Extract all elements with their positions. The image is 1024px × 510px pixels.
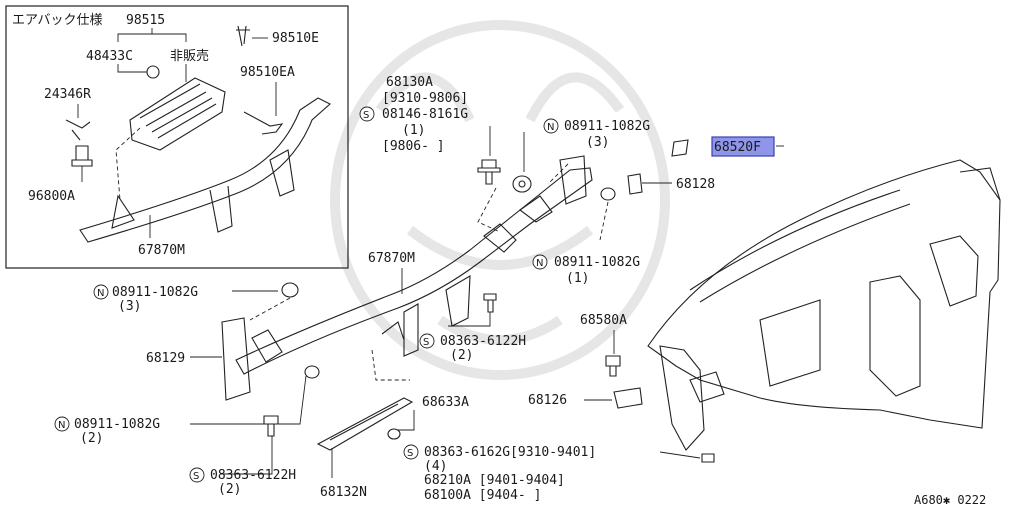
highlight-68520f — [711, 136, 775, 157]
label-08911-mid-qty: (1) — [566, 271, 589, 286]
bolt-68130a — [477, 159, 501, 185]
nut-symbol-top — [543, 118, 559, 134]
label-08146-qty: (1) — [402, 123, 425, 138]
nut-top — [512, 175, 532, 193]
label-68100a: 68100A [9404- ] — [424, 488, 541, 503]
nut-letter-low: N — [58, 420, 65, 431]
label-08911-top: 08911-1082G — [564, 119, 650, 134]
label-68580a: 68580A — [580, 313, 627, 328]
airbag-inset: エアバック仕様 98515 48433C 非販売 98510E 98510EA … — [5, 5, 349, 269]
label-96800a: 96800A — [28, 189, 75, 204]
label-08363-bot: 08363-6162G[9310-9401] — [424, 445, 596, 460]
label-68210a: 68210A [9401-9404] — [424, 473, 565, 488]
label-08911-top-qty: (3) — [586, 135, 609, 150]
label-68633a: 68633A — [422, 395, 469, 410]
nut-letter-top: N — [547, 122, 554, 133]
screw-letter-mid: S — [423, 337, 429, 348]
screw-symbol-bot — [403, 444, 419, 460]
screw-letter-08146: S — [363, 110, 369, 121]
screw-bot — [701, 453, 715, 463]
screw-left — [263, 415, 279, 437]
instrument-panel — [647, 159, 1001, 451]
label-08911-left: 08911-1082G — [112, 285, 198, 300]
label-08363-left-qty: (2) — [218, 482, 241, 497]
bracket-68128 — [627, 173, 643, 195]
label-08146-range: [9806- ] — [382, 139, 445, 154]
main-crossmember-67870m — [221, 155, 593, 401]
label-08911-left-qty: (3) — [118, 299, 141, 314]
label-98510ea: 98510EA — [240, 65, 295, 80]
label-68132n: 68132N — [320, 485, 367, 500]
screw-letter-bot: S — [407, 448, 413, 459]
label-08146: 08146-8161G — [382, 107, 468, 122]
bolt-96800a — [71, 145, 93, 167]
screw-mid — [483, 293, 497, 313]
label-68520f: 68520F — [714, 140, 761, 155]
label-67870m: 67870M — [368, 251, 415, 266]
inset-title: エアバック仕様 — [12, 13, 102, 28]
nut-symbol-low — [54, 416, 70, 432]
label-68130a: 68130A — [386, 75, 433, 90]
clip-98510e — [236, 25, 250, 47]
label-08363-mid-qty: (2) — [450, 348, 473, 363]
label-not-sold: 非販売 — [170, 48, 209, 64]
label-68126: 68126 — [528, 393, 567, 408]
label-98510e: 98510E — [272, 31, 319, 46]
bracket-68126 — [613, 387, 643, 409]
label-08363-bot-qty: (4) — [424, 459, 447, 474]
nut-left — [281, 282, 299, 298]
nut-letter-left: N — [97, 288, 104, 299]
label-48433c: 48433C — [86, 49, 133, 64]
label-08911-low: 08911-1082G — [74, 417, 160, 432]
label-08911-mid: 08911-1082G — [554, 255, 640, 270]
diagram-code: A680✱ 0222 — [914, 493, 986, 507]
bracket-68129 — [221, 317, 251, 401]
inset-crossmember — [79, 97, 331, 243]
watermark-crest — [330, 20, 670, 380]
label-08363-left: 08363-6122H — [210, 468, 296, 483]
nut-symbol-left — [93, 284, 109, 300]
screw-symbol-08146 — [359, 106, 375, 122]
emblem-68520f — [671, 139, 689, 157]
connector-24346r — [65, 119, 91, 141]
nut-low — [304, 365, 320, 379]
airbag-module — [129, 65, 226, 151]
screw-symbol-left — [189, 467, 205, 483]
nut-68128 — [600, 187, 616, 201]
nut-symbol-mid — [532, 254, 548, 270]
bracket-98510ea — [243, 111, 284, 135]
clip-68633a — [387, 428, 401, 440]
label-68130a-range: [9310-9806] — [382, 91, 468, 106]
label-inset-67870m: 67870M — [138, 243, 185, 258]
clip-68580a — [605, 355, 621, 377]
screw-symbol-mid — [419, 333, 435, 349]
label-24346r: 24346R — [44, 87, 91, 102]
nut-letter-mid: N — [536, 258, 543, 269]
label-08911-low-qty: (2) — [80, 431, 103, 446]
label-98515: 98515 — [126, 13, 165, 28]
inset-frame — [5, 5, 349, 269]
bracket-68132n — [316, 397, 414, 451]
screw-letter-left: S — [193, 471, 199, 482]
label-68128: 68128 — [676, 177, 715, 192]
label-08363-mid: 08363-6122H — [440, 334, 526, 349]
label-68129: 68129 — [146, 351, 185, 366]
